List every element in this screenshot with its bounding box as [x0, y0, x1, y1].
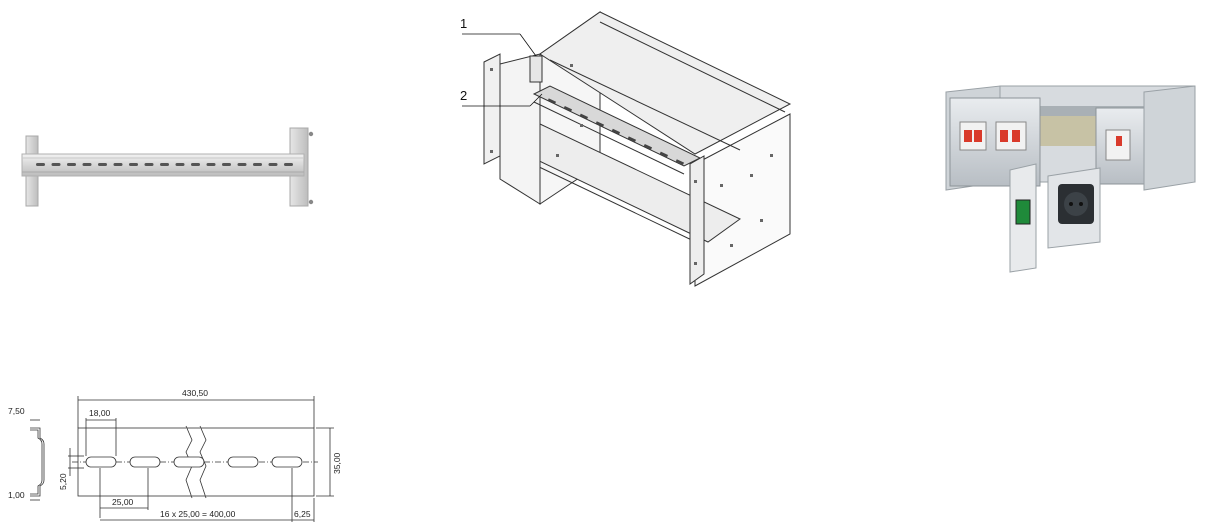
rail-slot — [222, 163, 231, 166]
rail-slot — [36, 163, 45, 166]
subrack-rail-slot — [627, 136, 637, 143]
subrack-rail-slot — [563, 106, 573, 112]
din-rail-photo — [14, 118, 324, 218]
rail-slot — [113, 163, 123, 166]
callout-1: 1 — [460, 16, 467, 31]
dim-flange: 7,50 — [8, 406, 25, 416]
dim-pitch-total: 16 x 25,00 = 400,00 — [160, 509, 236, 519]
subrack-rail-slot — [659, 151, 669, 158]
drawing-slot — [85, 456, 117, 468]
rail-slot — [175, 163, 185, 166]
rail-slot — [129, 163, 138, 166]
rail-slot — [51, 163, 61, 166]
dim-end-offset: 6,25 — [294, 509, 311, 519]
rail-slot — [206, 163, 216, 166]
drawing-slot — [271, 456, 303, 468]
subrack-rail-slot — [643, 144, 653, 150]
din-rail-dimension-drawing: 7,50 1,00 — [0, 382, 342, 529]
rail-slot — [237, 163, 247, 166]
dim-slot-length: 18,00 — [89, 408, 111, 418]
rail-slot — [144, 163, 154, 166]
subrack-rail-slot — [611, 128, 621, 135]
dim-slot-pitch: 25,00 — [112, 497, 134, 507]
dim-thickness: 1,00 — [8, 490, 25, 500]
rail-slot — [191, 163, 200, 166]
subrack-rail-slot — [547, 98, 557, 105]
subrack-drawing: 1 2 — [450, 4, 810, 294]
rail-slot — [253, 163, 262, 166]
rail-slot — [82, 163, 92, 166]
dim-rail-height: 35,00 — [332, 452, 342, 474]
subrack-rail-slot — [579, 113, 589, 120]
dim-slot-width: 5,20 — [58, 473, 68, 490]
drawing-slot — [129, 456, 161, 468]
rail-slot — [67, 163, 76, 166]
subrack-rail-slot — [675, 159, 685, 165]
drawing-slot — [227, 456, 259, 468]
callout-2: 2 — [460, 88, 467, 103]
rail-slot — [268, 163, 278, 166]
rail-slot — [98, 163, 107, 166]
rail-slot — [284, 163, 293, 166]
drawing-slot — [173, 456, 205, 468]
rack-panel-photo — [940, 72, 1200, 273]
dim-overall-length: 430,50 — [182, 388, 208, 398]
rail-slot — [160, 163, 169, 166]
subrack-rail-slot — [595, 121, 605, 127]
